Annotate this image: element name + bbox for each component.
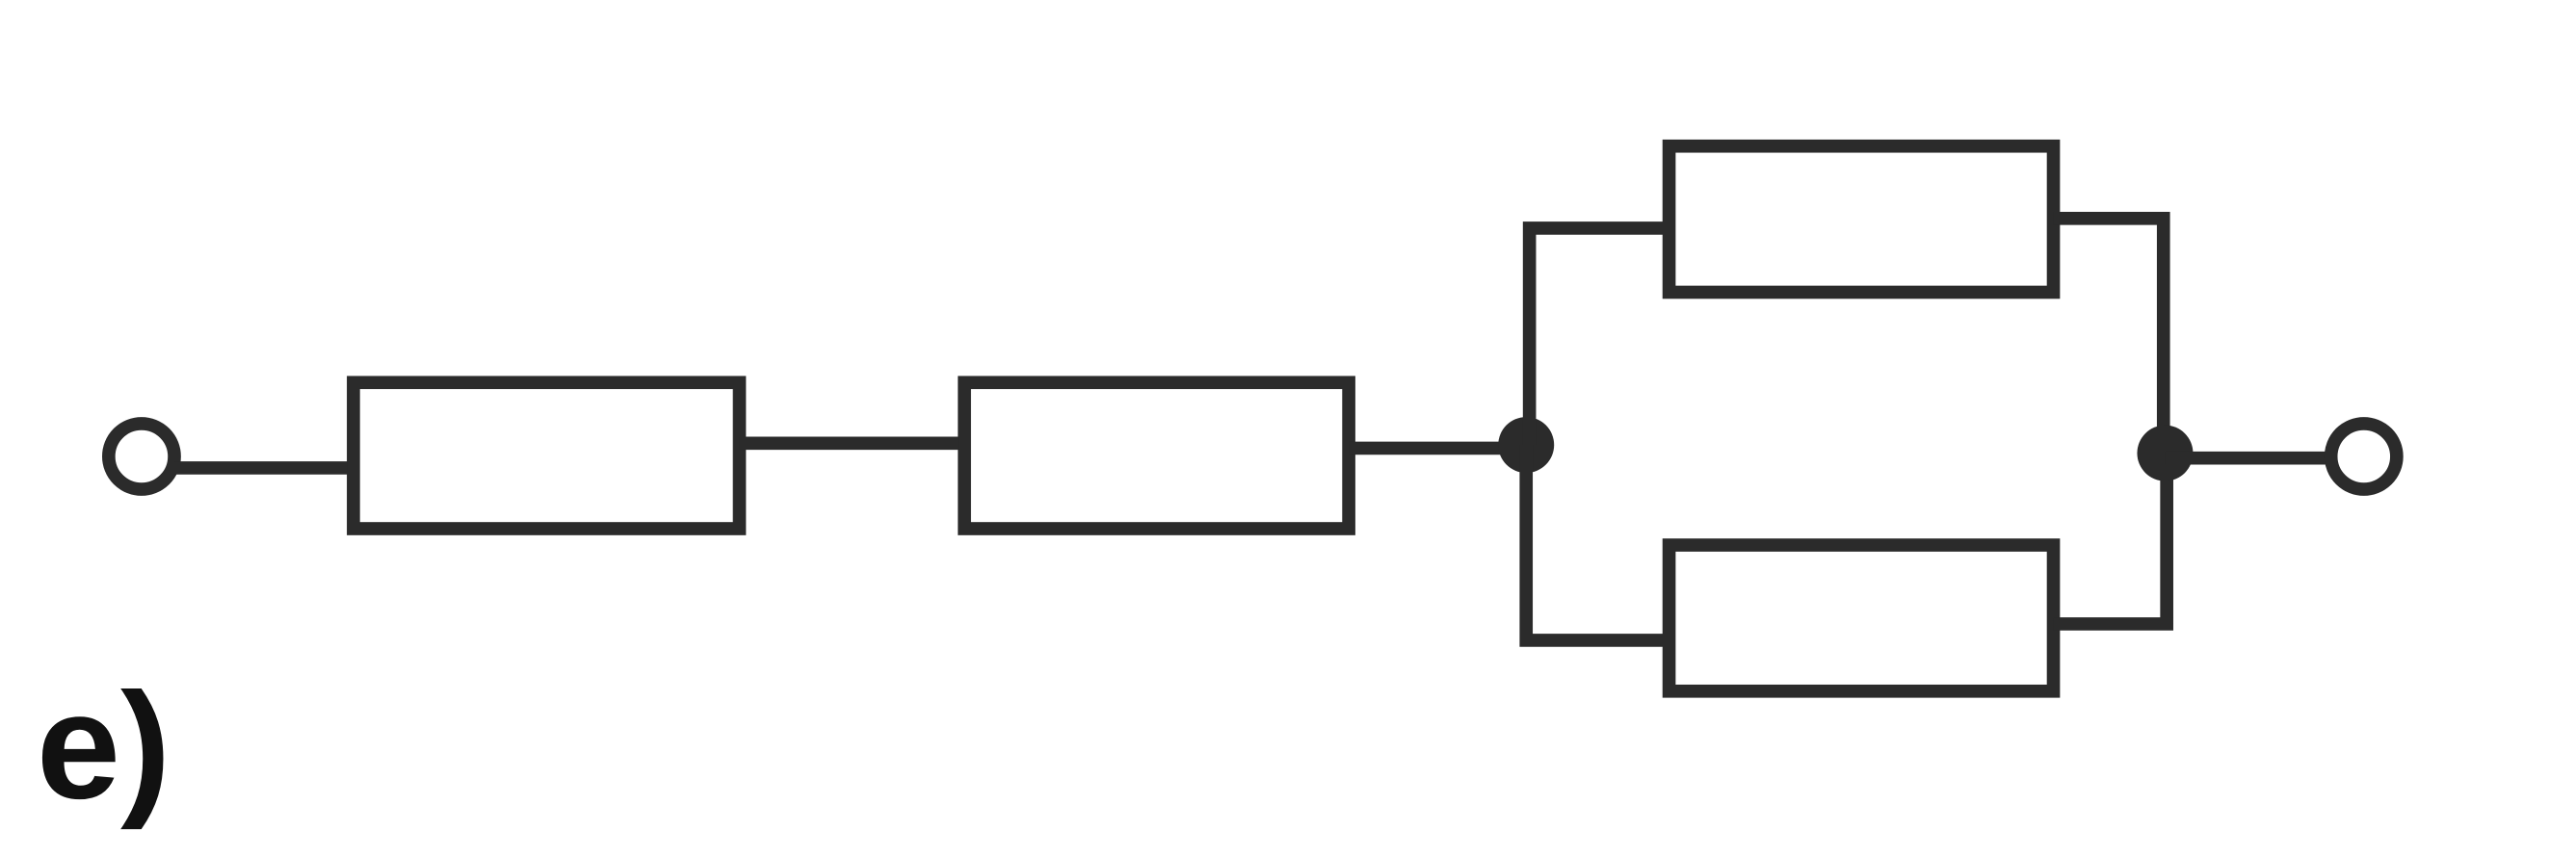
resistor-2 <box>958 376 1355 535</box>
resistor-1 <box>347 376 747 535</box>
left-terminal <box>102 417 181 496</box>
resistor-3 <box>1662 139 2061 299</box>
wire-top-left <box>1522 221 1669 446</box>
wire-top-right <box>2053 211 2170 454</box>
right-terminal <box>2324 417 2404 496</box>
resistor-4 <box>1662 538 2061 698</box>
wire-bottom-right <box>2053 453 2173 631</box>
diagram-label: e) <box>37 662 171 831</box>
wire-bottom-left <box>1519 445 1669 647</box>
